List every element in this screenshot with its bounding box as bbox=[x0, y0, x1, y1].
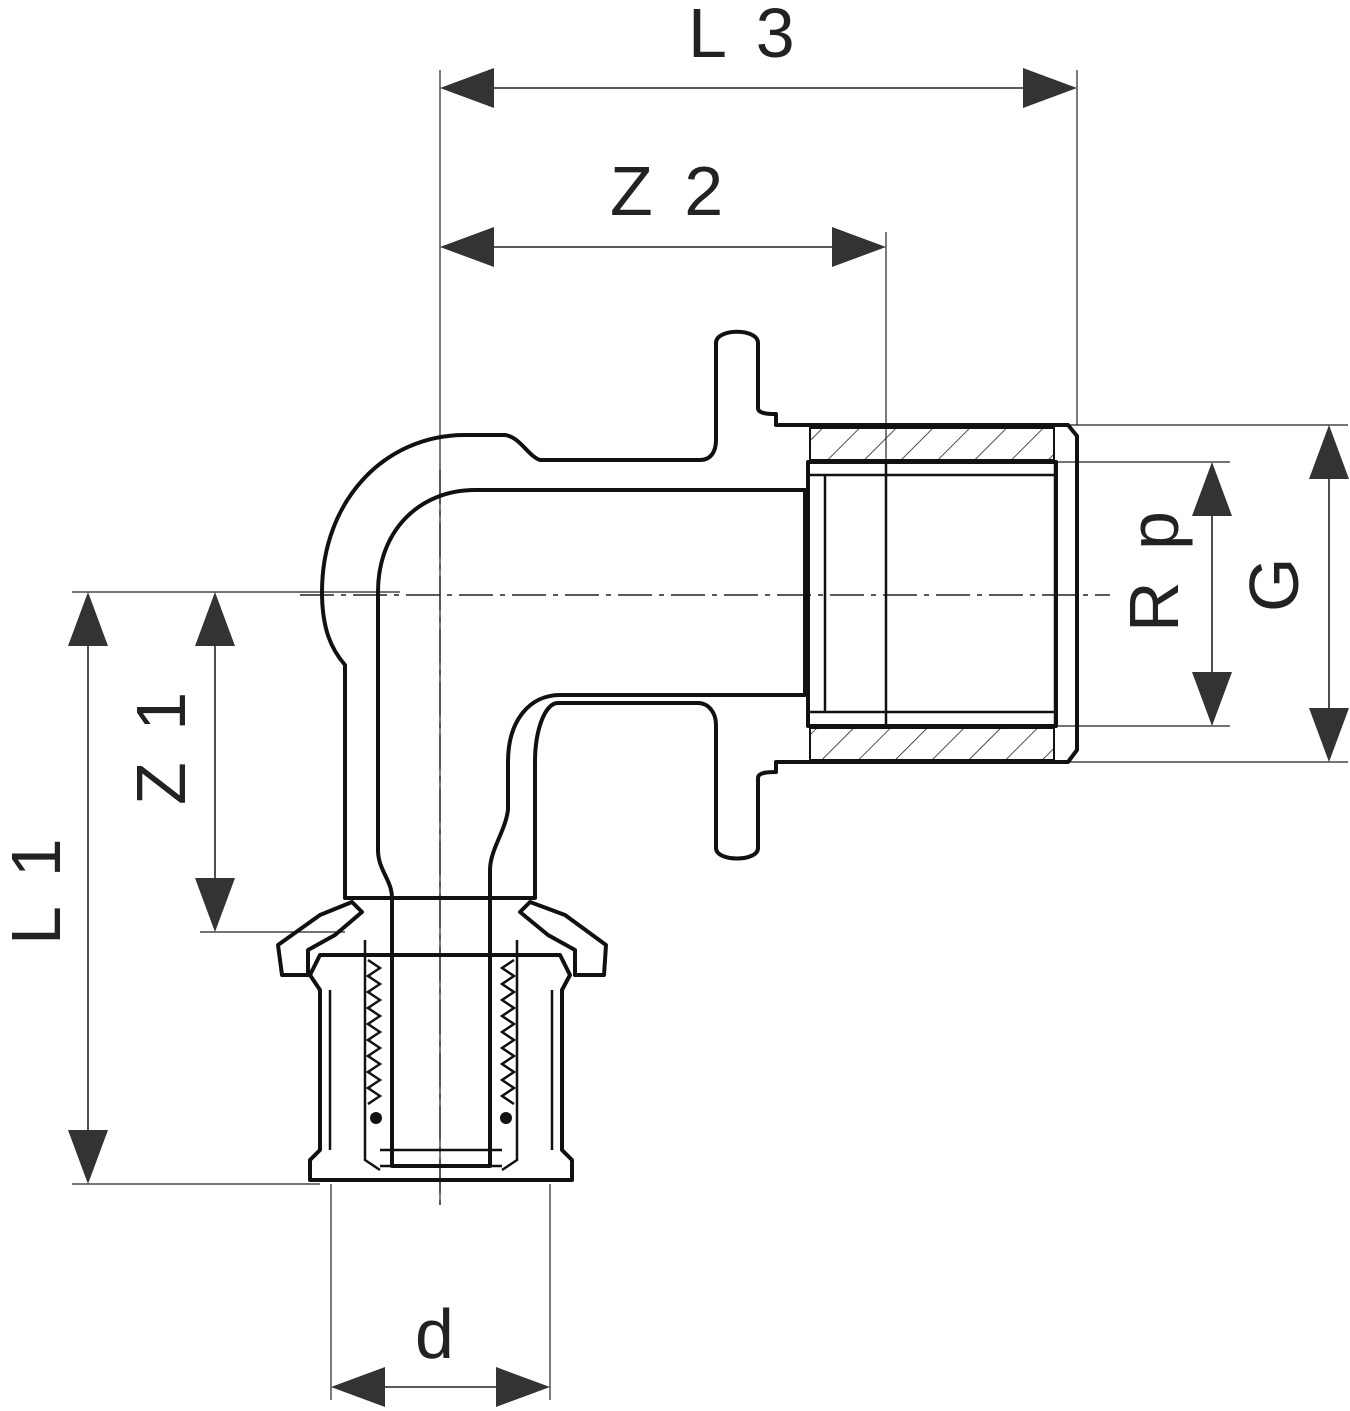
arrowhead bbox=[195, 878, 235, 932]
label-l1: L 1 bbox=[0, 832, 75, 945]
arrowhead bbox=[1192, 672, 1232, 726]
dimension-z1 bbox=[195, 592, 235, 932]
fitting-body bbox=[320, 329, 1079, 900]
dimension-l1 bbox=[68, 592, 108, 1184]
arrowhead bbox=[832, 227, 886, 267]
arrowhead bbox=[1309, 425, 1349, 479]
arrowhead bbox=[68, 1130, 108, 1184]
center-lines bbox=[300, 470, 1110, 1205]
o-ring bbox=[370, 1112, 382, 1124]
label-z1: Z 1 bbox=[122, 686, 200, 805]
press-sleeve bbox=[276, 896, 608, 1182]
arrowhead bbox=[68, 592, 108, 646]
arrowhead bbox=[496, 1367, 550, 1407]
dimension-z2 bbox=[440, 227, 886, 267]
arrowhead bbox=[1023, 68, 1077, 108]
label-z2: Z 2 bbox=[610, 152, 729, 230]
dimension-d bbox=[331, 1367, 550, 1407]
dimension-rp bbox=[1192, 462, 1232, 726]
arrowhead bbox=[1309, 708, 1349, 762]
arrowhead bbox=[440, 227, 494, 267]
arrowhead bbox=[331, 1367, 385, 1407]
extension-lines bbox=[72, 70, 1348, 1400]
o-ring bbox=[500, 1112, 512, 1124]
arrowhead bbox=[195, 592, 235, 646]
label-l3: L 3 bbox=[688, 0, 801, 72]
arrowhead bbox=[1192, 462, 1232, 516]
arrowhead bbox=[440, 68, 494, 108]
dimension-g bbox=[1309, 425, 1349, 762]
label-d: d bbox=[415, 1295, 460, 1373]
dimension-l3 bbox=[440, 68, 1077, 108]
label-g: G bbox=[1235, 552, 1313, 612]
label-rp: R p bbox=[1115, 505, 1193, 632]
